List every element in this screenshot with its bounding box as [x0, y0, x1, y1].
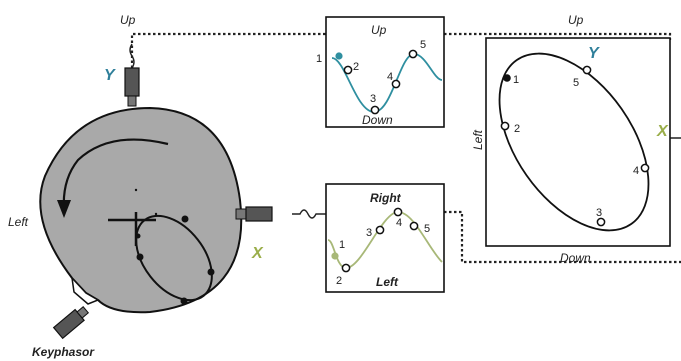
x-wave-label-3: 3: [366, 227, 372, 239]
shaft-orbit-dot: [136, 253, 144, 261]
shaft-orbit: [135, 214, 213, 302]
center-dot: [134, 188, 138, 192]
shaft-disc: [39, 106, 243, 314]
y-wave-point-1: [335, 52, 343, 60]
left-orbit-label: Left: [471, 129, 485, 150]
up-probe-label: Up: [120, 13, 136, 27]
y-orbit-label: Y: [588, 45, 600, 62]
y-wave-label-2: 2: [353, 61, 359, 73]
orbit-label-4: 4: [633, 165, 639, 177]
x-probe: [235, 206, 273, 222]
y-wave-point-2: [343, 65, 353, 75]
rotation-arrowhead: [57, 200, 71, 218]
y-wave-label-1: 1: [316, 53, 322, 65]
x-wave-point-3: [375, 225, 385, 235]
x-wave-bottom-label: Left: [376, 275, 399, 289]
keyphasor-probe: [52, 306, 90, 340]
orbit-label-5: 5: [573, 77, 579, 89]
y-wave-bottom-label: Down: [362, 113, 393, 127]
x-wave-point-2: [341, 263, 351, 273]
y-signal-line: [130, 32, 326, 68]
x-wave-label-2: 2: [336, 275, 342, 287]
y-waveform-box: [325, 16, 445, 128]
orbit-point-4: [640, 163, 650, 173]
orbit-ellipse: [498, 52, 650, 232]
keyphasor-notch: [70, 275, 100, 305]
orbit-point-2: [500, 121, 510, 131]
up-orbit-label: Up: [568, 13, 584, 27]
orbit-point-1: [503, 74, 511, 82]
x-wave-label-5: 5: [424, 223, 430, 235]
x-orbit-label: X: [656, 123, 669, 140]
orbit-point-3: [596, 217, 606, 227]
left-shaft-label: Left: [8, 215, 29, 229]
shaft-orbit-dot: [207, 268, 215, 276]
keyphasor-label: Keyphasor: [32, 345, 95, 359]
x-wave-point-4: [393, 207, 403, 217]
orbit-point-5: [582, 65, 592, 75]
orbit-box: [485, 37, 671, 247]
y-wave-label-3: 3: [370, 93, 376, 105]
x-wave-point-5: [409, 221, 419, 231]
shaft-orbit-dot: [181, 215, 189, 223]
y-wave-point-5: [408, 49, 418, 59]
rotation-arrow: [62, 138, 169, 211]
y-probe: [124, 67, 140, 107]
shaft-orbit-dot: [135, 233, 141, 239]
y-wave-top-label: Up: [371, 23, 387, 37]
y-probe-cable: [129, 43, 135, 69]
x-wave-point-1: [331, 252, 339, 260]
orbit-label-1: 1: [513, 74, 519, 86]
y-wave-label-5: 5: [420, 39, 426, 51]
y-wave-point-4: [391, 79, 401, 89]
x-wave-label-4: 4: [396, 217, 402, 229]
y-waveform: [331, 53, 443, 113]
orbit-label-3: 3: [596, 207, 602, 219]
x-to-wave-line: [292, 209, 326, 219]
x-signal-line: [444, 210, 681, 264]
y-wave-point-3: [370, 105, 380, 115]
x-wave-label-1: 1: [339, 239, 345, 251]
y-wave-label-4: 4: [387, 71, 393, 83]
orbit-bottom-label: Down: [560, 251, 591, 265]
shaft-orbit-dot: [180, 297, 188, 305]
center-dot-2: [154, 212, 158, 216]
x-wave-top-label: Right: [370, 191, 402, 205]
y-probe-label: Y: [104, 67, 116, 84]
orbit-label-2: 2: [514, 123, 520, 135]
x-probe-label: X: [251, 245, 264, 262]
